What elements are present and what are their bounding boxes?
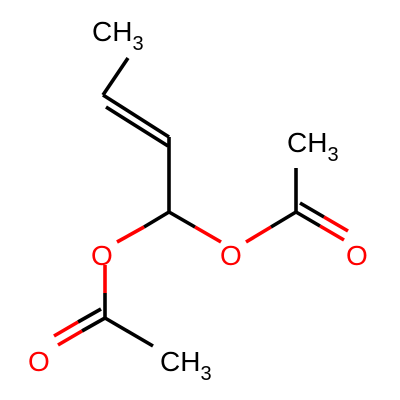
bond-acylc-left-carbonyl-2-red	[53, 320, 79, 338]
bond-acylc-right-carbonyl-2-red	[323, 215, 349, 233]
bond-acylc-left-ch3	[104, 316, 154, 348]
bond-c1-o-left-black	[143, 210, 170, 229]
bond-c1-o-right-black	[168, 210, 196, 229]
methyl-right-label: CH3	[287, 127, 339, 166]
bond-acylc-right-carbonyl-1-black	[295, 210, 321, 228]
bond-o-right-acylc-black	[270, 210, 297, 229]
bond-acylc-right-carbonyl-1-red	[319, 224, 345, 242]
bond-c2-c3-double-inner	[105, 105, 169, 148]
bond-c2-c3-double-outer	[102, 93, 170, 139]
bond-acylc-left-carbonyl-2-black	[77, 307, 102, 324]
oxygen-ester-left-label: O	[91, 240, 113, 271]
bond-c1-o-left-red	[116, 225, 145, 244]
atom-label-layer: CH3 CH3 CH3 O O O O	[28, 16, 368, 385]
methyl-top-label: CH3	[92, 16, 144, 55]
oxygen-carbonyl-right-label: O	[346, 240, 368, 271]
bond-o-right-acylc-red	[245, 225, 272, 244]
bond-acylc-left-carbonyl-1-red	[57, 329, 83, 347]
bond-acylc-left-carbonyl-1-black	[81, 316, 106, 333]
bond-acylc-right-carbonyl-2-black	[299, 201, 325, 219]
bond-c1-o-right-red	[194, 225, 222, 244]
oxygen-carbonyl-left-label: O	[28, 346, 50, 377]
bond-ch3-c2	[101, 56, 130, 97]
oxygen-ester-right-label: O	[220, 240, 242, 271]
methyl-bottom-label: CH3	[160, 346, 212, 385]
bond-layer	[53, 56, 349, 348]
